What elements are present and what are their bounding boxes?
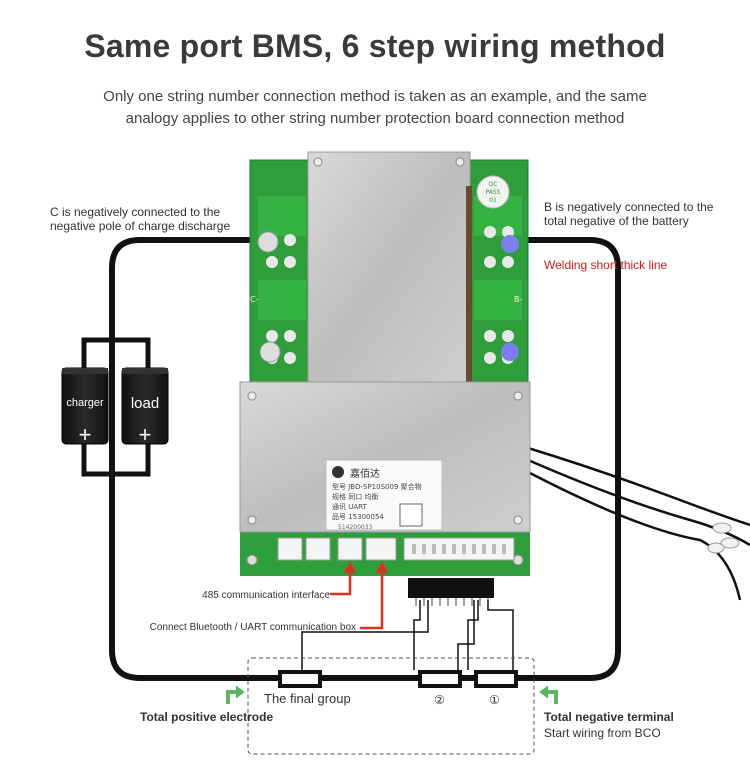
subtitle-line-1: Only one string number connection method… xyxy=(103,88,647,105)
subtitle-line-2: analogy applies to other string number p… xyxy=(125,110,625,127)
label-total-negative: Total negative terminal xyxy=(544,710,674,724)
temperature-sensor-cables xyxy=(527,446,750,601)
pad-c-wire-end xyxy=(257,231,519,363)
load-plus-sign: + xyxy=(139,422,152,447)
label-final-group: The final group xyxy=(264,691,351,706)
board-row-2: 规格 同口 均衡 xyxy=(332,492,378,501)
arrow-bluetooth xyxy=(360,561,389,630)
battery-cell-final xyxy=(278,670,322,688)
main-wire-loop xyxy=(109,237,621,681)
board-serial: 514200033 xyxy=(338,524,373,531)
battery-cell-2 xyxy=(418,670,462,688)
page-title: Same port BMS, 6 step wiring method xyxy=(84,28,666,64)
label-start-wiring: Start wiring from BCO xyxy=(544,726,661,740)
connector-pins xyxy=(412,544,506,554)
charger-battery xyxy=(61,367,109,445)
label-cell-1: ① xyxy=(489,693,500,707)
arrow-total-positive xyxy=(226,685,245,704)
arrow-total-negative xyxy=(539,685,558,704)
label-b-line-2: total negative of the battery xyxy=(544,214,689,228)
label-welding: Welding short thick line xyxy=(544,258,668,272)
label-c-line-1: C is negatively connected to the xyxy=(50,205,221,219)
board-sticker xyxy=(325,459,443,531)
board-connectors xyxy=(277,537,515,561)
upper-heatsink xyxy=(307,151,472,385)
cable-ties xyxy=(707,522,740,554)
qc-line-3: 01 xyxy=(489,197,497,204)
qc-line-1: QC xyxy=(489,181,498,188)
qc-line-2: PASS xyxy=(486,189,501,196)
label-total-positive: Total positive electrode xyxy=(140,710,274,724)
label-cell-2: ② xyxy=(434,693,445,707)
board-logo-text: 嘉佰达 xyxy=(350,467,380,480)
label-bluetooth-uart: Connect Bluetooth / UART communication b… xyxy=(149,622,356,633)
load-label: load xyxy=(131,395,159,412)
pad-b-label: B- xyxy=(514,295,522,304)
board-row-4: 品号 15300054 xyxy=(332,513,384,521)
balance-connector-block xyxy=(408,578,494,606)
charger-plus-sign: + xyxy=(79,422,92,447)
arrow-485 xyxy=(330,561,357,596)
label-485-interface: 485 communication interface xyxy=(202,590,330,601)
charger-label: charger xyxy=(66,397,104,409)
board-row-3: 通讯 UART xyxy=(332,502,367,511)
qc-pass-sticker xyxy=(476,175,510,209)
battery-cell-1 xyxy=(474,670,518,688)
balance-wires xyxy=(301,600,514,670)
pad-c-label: C- xyxy=(250,295,259,304)
load-battery xyxy=(121,367,169,445)
board-row-1: 型号 JBD-SP10S009 聚合物 xyxy=(332,482,422,491)
label-c-line-2: negative pole of charge discharge xyxy=(50,219,231,233)
label-b-line-1: B is negatively connected to the xyxy=(544,200,714,214)
